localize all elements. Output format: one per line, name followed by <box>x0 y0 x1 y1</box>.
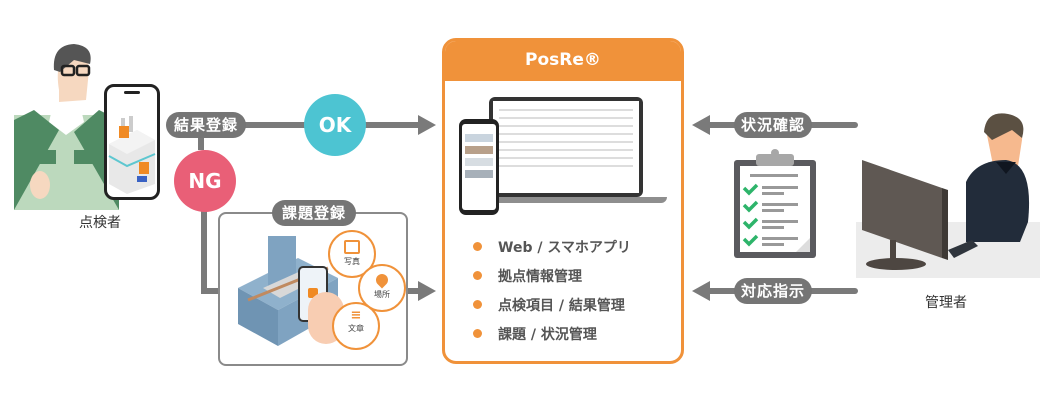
connector-ng-down <box>201 190 207 294</box>
posre-title: PosRe® <box>445 41 681 81</box>
arrow-left-icon <box>692 115 710 135</box>
status-check-pill: 状況確認 <box>734 112 812 138</box>
text-edit-icon: ≡ <box>350 308 362 323</box>
connector-ng-stem <box>198 130 204 150</box>
issue-item-text: ≡ 文章 <box>332 302 380 350</box>
phone-screenshot <box>459 119 499 215</box>
inspector-phone <box>104 84 160 200</box>
arrow-left-icon <box>692 281 710 301</box>
manager-label: 管理者 <box>925 295 967 311</box>
instruction-pill: 対応指示 <box>734 278 812 304</box>
arrow-right-icon <box>418 115 436 135</box>
manager-illustration <box>856 113 1040 278</box>
manager-person-icon <box>966 160 1030 242</box>
arrow-right-icon <box>418 281 436 301</box>
connector-ng-in <box>201 288 219 294</box>
factory-icon <box>108 116 156 194</box>
feature-item: 拠点情報管理 <box>473 266 582 286</box>
monitor-icon <box>862 160 942 258</box>
inspector-label: 点検者 <box>79 215 121 231</box>
alert-icon <box>308 288 318 298</box>
feature-item: Web / スマホアプリ <box>473 237 631 257</box>
checklist-clipboard-icon <box>734 149 816 258</box>
bullet-icon <box>473 299 482 309</box>
bullet-icon <box>473 241 482 251</box>
feature-item: 点検項目 / 結果管理 <box>473 295 625 315</box>
connector-issue-out <box>408 288 420 294</box>
ng-badge: NG <box>174 150 236 212</box>
feature-item: 課題 / 状況管理 <box>473 324 597 344</box>
laptop-base <box>481 197 667 203</box>
bullet-icon <box>473 270 482 280</box>
issue-item-photo: 写真 <box>328 230 376 278</box>
issue-item-location: 場所 <box>358 264 406 312</box>
keyboard-icon <box>948 240 978 258</box>
posre-panel: PosRe® Web / スマホアプリ 拠点情報管理 点検項目 / 結果管理 課… <box>442 38 684 364</box>
alert-icon <box>139 162 149 174</box>
laptop-screenshot <box>489 97 643 197</box>
issue-register-panel: 写真 場所 ≡ 文章 <box>218 212 408 366</box>
result-register-pill: 結果登録 <box>166 112 246 138</box>
bullet-icon <box>473 328 482 338</box>
issue-register-pill: 課題登録 <box>272 200 356 226</box>
map-pin-icon <box>373 271 391 289</box>
image-icon <box>344 240 360 254</box>
ok-badge: OK <box>304 94 366 156</box>
alert-icon <box>119 126 129 138</box>
